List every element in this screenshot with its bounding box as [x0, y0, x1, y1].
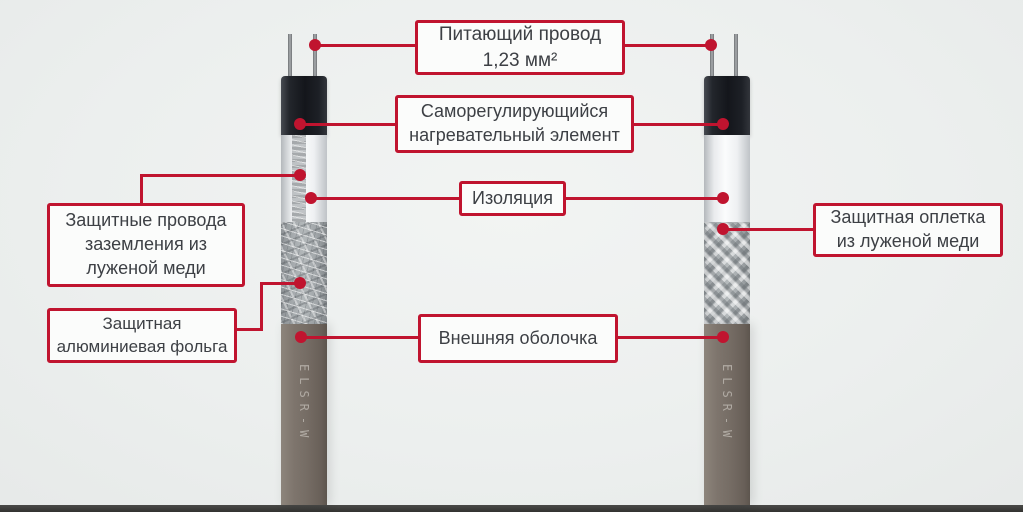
callout-line [315, 44, 415, 47]
callout-dot [309, 39, 321, 51]
callout-dot [305, 192, 317, 204]
callout-line [260, 282, 300, 285]
label-heating-element: Саморегулирующийся нагревательный элемен… [395, 95, 634, 153]
label-insulation-text: Изоляция [472, 187, 553, 208]
aluminum-foil-layer [281, 222, 327, 324]
callout-line [310, 197, 459, 200]
outer-sheath-layer: ELSR-W [704, 324, 750, 505]
label-outer-sheath-text: Внешняя оболочка [438, 327, 598, 348]
callout-dot [717, 118, 729, 130]
callout-dot [294, 169, 306, 181]
label-heating-element-text: Саморегулирующийся нагревательный элемен… [409, 101, 620, 145]
callout-dot [295, 331, 307, 343]
callout-line [140, 174, 143, 203]
label-copper-braid-text: Защитная оплетка из луженой меди [830, 207, 986, 251]
cable-left: ELSR-W [281, 0, 327, 505]
callout-line [300, 123, 395, 126]
cable-marking: ELSR-W [720, 364, 734, 444]
power-wire-icon [710, 34, 714, 80]
label-outer-sheath: Внешняя оболочка [418, 314, 618, 363]
callout-dot [705, 39, 717, 51]
outer-sheath-layer: ELSR-W [281, 324, 327, 505]
power-wire-icon [734, 34, 738, 80]
label-power-wire-line2: 1,23 мм² [482, 49, 558, 71]
copper-braid-layer [704, 222, 750, 324]
label-aluminum-foil-text: Защитная алюминиевая фольга [56, 314, 228, 356]
power-wire-icon [288, 34, 292, 80]
callout-line [301, 336, 418, 339]
label-ground-wires: Защитные провода заземления из луженой м… [47, 203, 245, 287]
callout-dot [294, 118, 306, 130]
label-insulation: Изоляция [459, 181, 566, 216]
insulation-layer [704, 135, 750, 222]
label-copper-braid: Защитная оплетка из луженой меди [813, 203, 1003, 257]
callout-line [237, 328, 263, 331]
callout-dot [717, 331, 729, 343]
label-ground-wires-text: Защитные провода заземления из луженой м… [65, 210, 227, 278]
callout-line [260, 282, 263, 331]
callout-dot [717, 223, 729, 235]
callout-line [634, 123, 723, 126]
floor-line [0, 505, 1023, 512]
cable-right: ELSR-W [704, 0, 750, 505]
callout-line [625, 44, 711, 47]
callout-line [140, 174, 300, 177]
label-power-wire: Питающий провод 1,23 мм² [415, 20, 625, 75]
callout-line [723, 228, 813, 231]
callout-line [618, 336, 723, 339]
callout-dot [717, 192, 729, 204]
label-aluminum-foil: Защитная алюминиевая фольга [47, 308, 237, 363]
callout-line [566, 197, 722, 200]
power-wire-icon [313, 34, 317, 80]
callout-dot [294, 277, 306, 289]
cable-marking: ELSR-W [297, 364, 311, 444]
label-power-wire-line1: Питающий провод [438, 24, 602, 46]
